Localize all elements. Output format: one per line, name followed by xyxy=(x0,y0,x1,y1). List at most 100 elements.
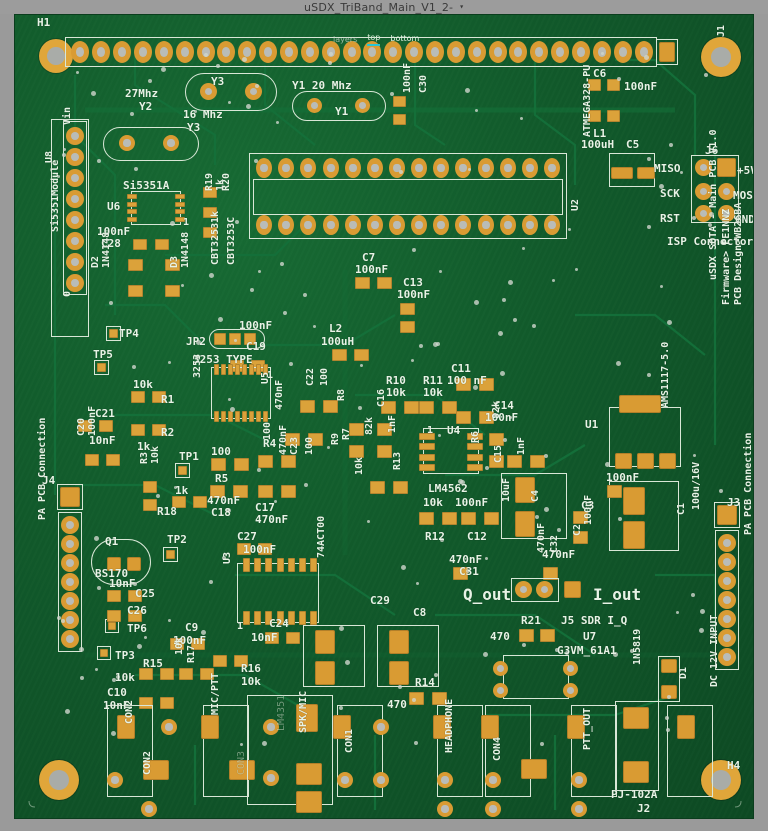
smd-pad[interactable] xyxy=(467,443,483,450)
pcb-canvas[interactable]: layers top bottom xyxy=(14,14,754,819)
pad-con4-3[interactable] xyxy=(485,772,501,788)
through-hole-pad[interactable] xyxy=(500,158,516,178)
pad-c24-a[interactable] xyxy=(265,632,279,644)
through-hole-pad[interactable] xyxy=(300,158,316,178)
through-hole-pad[interactable] xyxy=(718,591,736,609)
pad-c1-a[interactable] xyxy=(623,487,645,515)
through-hole-pad[interactable] xyxy=(455,215,471,235)
pad-c21-a[interactable] xyxy=(78,420,92,432)
pad-u7-2[interactable] xyxy=(493,683,508,698)
pad-hp-2[interactable] xyxy=(437,772,453,788)
pad-con1-2[interactable] xyxy=(373,719,389,735)
smd-pad[interactable] xyxy=(214,364,219,375)
pad-tp1[interactable] xyxy=(178,466,187,475)
pad-isp-mosi[interactable] xyxy=(718,183,735,200)
pad-c7-b[interactable] xyxy=(377,277,392,289)
pad-j3-key[interactable] xyxy=(717,505,737,525)
smd-pad[interactable] xyxy=(127,209,137,214)
smd-pad[interactable] xyxy=(467,464,483,471)
smd-pad[interactable] xyxy=(467,433,483,440)
pad-con3-1[interactable] xyxy=(201,715,219,739)
pad-c5-b[interactable] xyxy=(637,167,655,179)
pad-c21-b[interactable] xyxy=(99,420,113,432)
u4-pads-right[interactable] xyxy=(467,431,483,473)
pad-c11-a[interactable] xyxy=(456,378,471,391)
through-hole-pad[interactable] xyxy=(259,41,277,63)
u3-pads-top[interactable] xyxy=(241,558,319,572)
pad-d1-a[interactable] xyxy=(661,659,677,673)
pad-isp-5v[interactable] xyxy=(717,158,736,177)
pad-y1-2[interactable] xyxy=(355,98,370,113)
pad-c25-b[interactable] xyxy=(128,590,142,602)
through-hole-pad[interactable] xyxy=(718,629,736,647)
pad-d1-b[interactable] xyxy=(661,685,677,699)
pad-isp-rst[interactable] xyxy=(695,205,712,222)
smd-pad[interactable] xyxy=(310,611,317,625)
pad-j5-i[interactable] xyxy=(564,581,581,598)
u3-pads-bottom[interactable] xyxy=(241,611,319,625)
pad-tp2[interactable] xyxy=(166,550,175,559)
layer-tab-top[interactable]: top xyxy=(367,33,381,46)
pad-r15-a[interactable] xyxy=(139,668,153,680)
smd-pad[interactable] xyxy=(175,202,185,207)
smd-pad[interactable] xyxy=(299,558,306,572)
pad-r10-b[interactable] xyxy=(404,401,419,414)
pad-y3-2[interactable] xyxy=(245,83,262,100)
pad-c6-b[interactable] xyxy=(607,79,620,91)
pad-c12-a[interactable] xyxy=(461,512,476,525)
through-hole-pad[interactable] xyxy=(635,41,653,63)
through-hole-pad[interactable] xyxy=(155,41,173,63)
through-hole-pad[interactable] xyxy=(363,41,381,63)
pad-r19-a[interactable] xyxy=(203,187,217,198)
pad-spkmic-1[interactable] xyxy=(296,704,318,732)
pad-c15b-a[interactable] xyxy=(507,455,522,468)
header-h1-pins[interactable] xyxy=(70,41,654,63)
pad-u7-4[interactable] xyxy=(563,683,578,698)
smd-pad[interactable] xyxy=(265,611,272,625)
smd-pad[interactable] xyxy=(228,364,233,375)
pad-c13-a[interactable] xyxy=(400,303,415,315)
through-hole-pad[interactable] xyxy=(426,41,444,63)
through-hole-pad[interactable] xyxy=(522,215,538,235)
pad-r5-b[interactable] xyxy=(234,458,249,471)
pad-u7-1[interactable] xyxy=(493,661,508,676)
pad-r17-b[interactable] xyxy=(200,668,214,680)
pad-r16-a[interactable] xyxy=(213,655,227,667)
through-hole-pad[interactable] xyxy=(478,158,494,178)
pad-con2a-2[interactable] xyxy=(161,719,177,735)
pad-c27-b[interactable] xyxy=(258,543,272,555)
pad-c23-a[interactable] xyxy=(285,433,300,446)
pad-c11-b[interactable] xyxy=(479,378,494,391)
through-hole-pad[interactable] xyxy=(278,215,294,235)
pad-j2-1[interactable] xyxy=(623,707,649,729)
pad-c16-b[interactable] xyxy=(377,445,392,458)
through-hole-pad[interactable] xyxy=(66,253,84,271)
pad-r16-b[interactable] xyxy=(234,655,248,667)
smd-pad[interactable] xyxy=(419,443,435,450)
through-hole-pad[interactable] xyxy=(217,41,235,63)
u5-pads-top[interactable] xyxy=(213,364,269,375)
pad-c28-a[interactable] xyxy=(133,239,147,250)
pad-c26-b[interactable] xyxy=(128,610,142,622)
pad-r1-b[interactable] xyxy=(152,391,166,403)
through-hole-pad[interactable] xyxy=(176,41,194,63)
pad-c2-a[interactable] xyxy=(607,485,622,498)
smd-pad[interactable] xyxy=(265,558,272,572)
through-hole-pad[interactable] xyxy=(367,158,383,178)
pad-con4-4[interactable] xyxy=(485,801,501,817)
pad-r3-b[interactable] xyxy=(143,499,157,511)
pad-con2a-1[interactable] xyxy=(117,715,135,739)
through-hole-pad[interactable] xyxy=(405,41,423,63)
layer-tab-bottom[interactable]: bottom xyxy=(390,33,420,43)
pad-y3-1[interactable] xyxy=(200,83,217,100)
through-hole-pad[interactable] xyxy=(280,41,298,63)
pad-c27-a[interactable] xyxy=(237,543,251,555)
through-hole-pad[interactable] xyxy=(278,158,294,178)
pad-j4-key[interactable] xyxy=(60,487,80,507)
layer-selector[interactable]: layers top bottom xyxy=(333,31,473,47)
through-hole-pad[interactable] xyxy=(489,41,507,63)
smd-pad[interactable] xyxy=(419,454,435,461)
pad-r4-b[interactable] xyxy=(281,455,296,468)
smd-pad[interactable] xyxy=(175,209,185,214)
pad-q1-b[interactable] xyxy=(127,557,141,571)
